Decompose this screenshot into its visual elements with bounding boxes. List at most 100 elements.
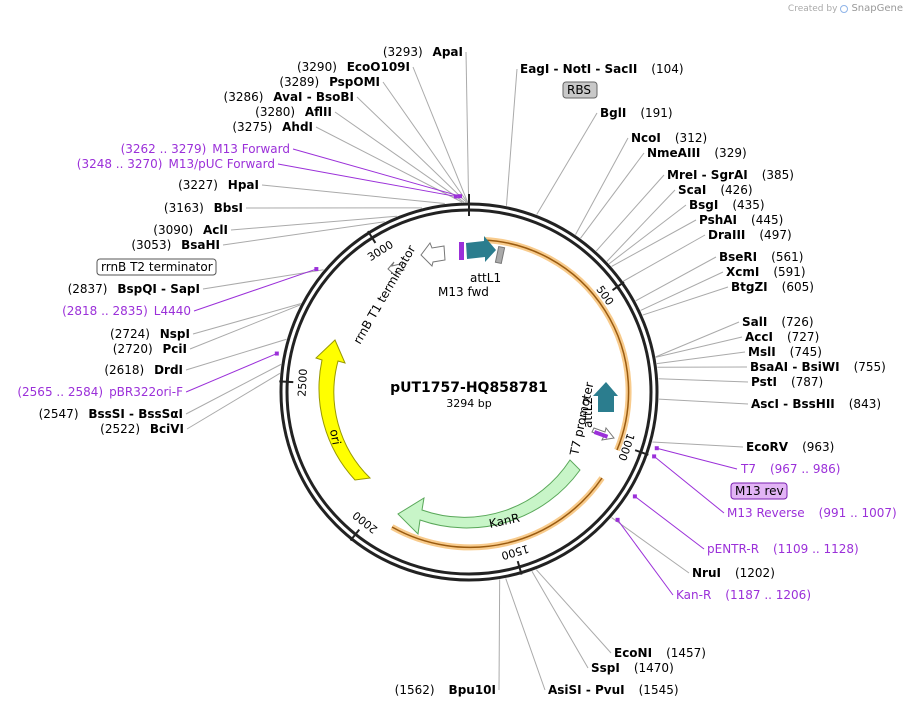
- tick-label-3000: 3000: [365, 238, 396, 264]
- t7-primer-bar: [593, 430, 609, 439]
- rrnb-t2-box: [96, 258, 217, 276]
- leader-561: [635, 256, 717, 302]
- site-745: MslI(745): [748, 345, 822, 359]
- primer-m13-forward: (3262 .. 3279)M13 Forward: [121, 142, 290, 156]
- site-3053: (3053) BsaHI: [131, 238, 220, 252]
- site-591: XcmI(591): [726, 265, 806, 279]
- leader-3293: [465, 51, 470, 203]
- rbs-label: RBS: [567, 83, 591, 97]
- site-726: SalI(726): [742, 315, 814, 329]
- orf-arc-right-core: [483, 239, 630, 451]
- tick-2000: [349, 528, 361, 542]
- marker-primer-l4440: [314, 267, 319, 272]
- leader-787: [658, 378, 749, 383]
- primer-t7: T7(967 .. 986): [740, 462, 840, 476]
- site-2522: (2522) BciVI: [100, 422, 184, 436]
- site-497: DraIII(497): [708, 228, 792, 242]
- rrnb-t2-label: rrnB T2 terminator: [101, 260, 213, 274]
- m13-fwd-primer-bar: [459, 242, 464, 260]
- leader-1457: [535, 569, 612, 654]
- tick-1500: [516, 560, 523, 575]
- leader-497: [623, 234, 706, 282]
- marker-primer-t7: [654, 446, 659, 451]
- leader-1545: [505, 578, 546, 691]
- credit-text: Created by: [787, 3, 838, 14]
- primer-pbr322ori-f: (2565 .. 2584)pBR322ori-F: [17, 385, 183, 399]
- leader-1470: [531, 571, 589, 669]
- right-enzyme-sites: EagI - NotI - SacII(104) BglI(191) NcoI(…: [395, 62, 886, 697]
- site-2720: (2720) PciI: [113, 342, 187, 356]
- site-1470: SspI(1470): [591, 661, 674, 675]
- site-755: BsaAI - BsiWI(755): [750, 360, 886, 374]
- snapgene-credit: Created by SnapGene: [788, 3, 903, 14]
- site-3290: (3290) EcoO109I: [297, 60, 410, 74]
- tick-500: [611, 281, 625, 291]
- leader-843: [658, 398, 749, 405]
- leader-426: [606, 189, 676, 262]
- rrnb-t1-small-arrow: [387, 261, 405, 278]
- plasmid-name: pUT1757-HQ858781: [390, 380, 548, 396]
- leader-445: [611, 219, 697, 267]
- leader-605: [642, 286, 729, 316]
- site-963: EcoRV(963): [746, 440, 834, 454]
- leader-3053: [222, 221, 385, 246]
- leader-3290: [412, 66, 469, 203]
- attl1-label: attL1: [470, 271, 501, 285]
- leader-312: [575, 137, 629, 235]
- site-3227: (3227) HpaI: [178, 178, 259, 192]
- marker-primer-m13-reverse: [652, 454, 657, 459]
- attl2-arrow: [593, 382, 618, 412]
- site-1562: (1562)Bpu10I: [395, 683, 496, 697]
- leader-primer-pentr-r: [634, 496, 705, 550]
- site-1545: AsiSI - PvuI(1545): [548, 683, 679, 697]
- rrnb-t1-arrow: [420, 241, 446, 267]
- site-385: MreI - SgrAI(385): [667, 168, 794, 182]
- leader-727: [655, 336, 743, 358]
- site-445: PshAI(445): [699, 213, 783, 227]
- m13-rev-label: M13 rev: [735, 484, 784, 498]
- site-2618: (2618) DrdI: [104, 363, 183, 377]
- leader-191: [536, 112, 598, 215]
- leader-435: [608, 204, 687, 265]
- leader-104: [505, 68, 518, 206]
- marker-primer-kan-r: [615, 517, 620, 522]
- leader-primer-m13-reverse: [653, 456, 725, 514]
- site-3286: (3286) AvaI - BsoBI: [224, 90, 354, 104]
- site-104: EagI - NotI - SacII(104): [520, 62, 684, 76]
- leader-745: [656, 351, 746, 365]
- leader-1562: [498, 579, 501, 691]
- site-1202: NruI(1202): [692, 566, 775, 580]
- site-787: PstI(787): [751, 375, 823, 389]
- ori-label: ori: [327, 428, 343, 446]
- leader-3090: [230, 215, 397, 231]
- leader-726: [655, 321, 740, 358]
- leader-2724: [192, 303, 301, 335]
- leader-primer-m13-puc-forward: [277, 163, 457, 197]
- site-3289: (3289) PspOMI: [279, 75, 380, 89]
- site-2724: (2724) NspI: [110, 327, 190, 341]
- leader-3289: [382, 81, 468, 203]
- tick-1000: [634, 449, 649, 456]
- kanr-label: KanR: [488, 511, 521, 531]
- plasmid-length: 3294 bp: [446, 397, 491, 410]
- site-leader-lines: [185, 51, 749, 691]
- leader-primer-l4440: [193, 268, 317, 312]
- ori-feature: [315, 339, 372, 481]
- site-3280: (3280) AflII: [255, 105, 332, 119]
- site-1457: EcoNI(1457): [614, 646, 706, 660]
- site-435: BsgI(435): [689, 198, 765, 212]
- site-3090: (3090) AclI: [153, 223, 228, 237]
- rbs-box: [562, 81, 598, 99]
- kanr-feature: [397, 459, 581, 536]
- leader-385: [595, 174, 665, 252]
- leader-primer-m13-forward: [292, 148, 461, 197]
- attl2-label: attL2: [581, 397, 595, 428]
- leader-329: [580, 152, 645, 239]
- credit-brand: SnapGene: [851, 3, 903, 14]
- m13-rev-box: [730, 482, 788, 500]
- site-727: AccI(727): [745, 330, 819, 344]
- primer-m13-reverse: M13 Reverse(991 .. 1007): [727, 506, 897, 520]
- leader-3227: [261, 184, 445, 205]
- orf-arc-bottom-core: [391, 477, 603, 549]
